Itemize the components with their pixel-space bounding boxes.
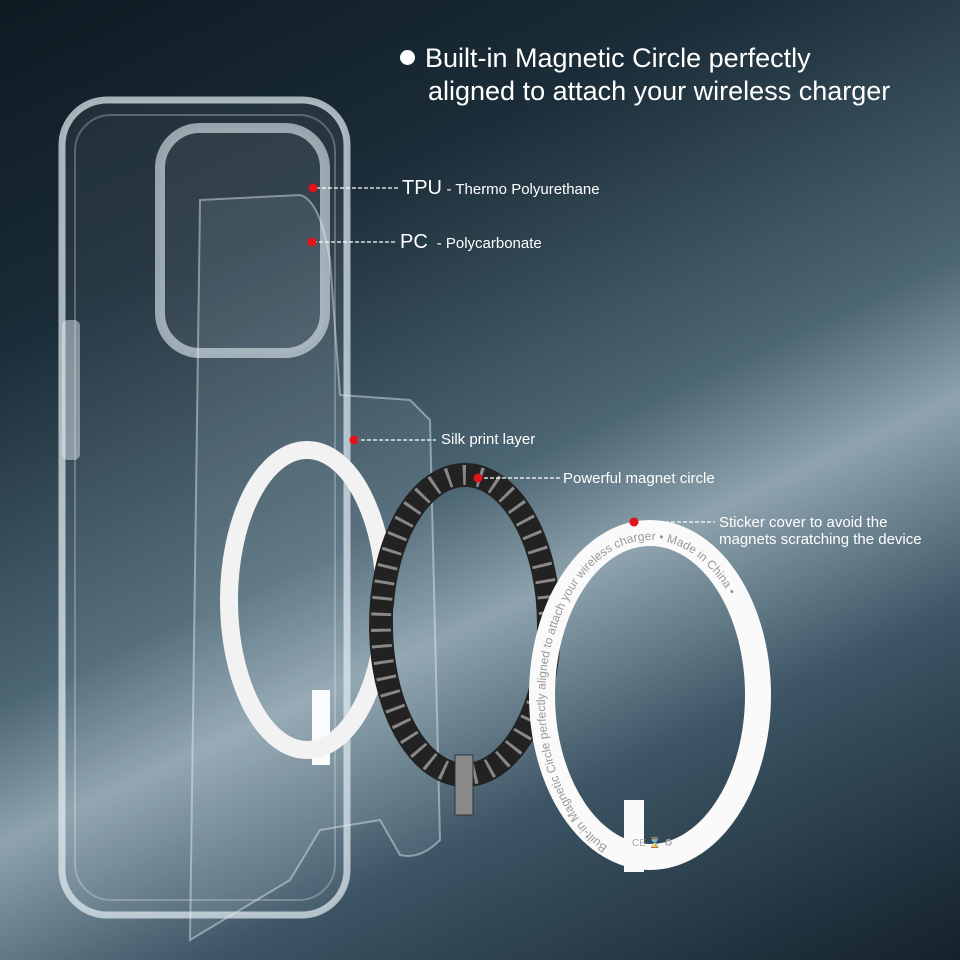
pc-desc: - Polycarbonate <box>436 235 542 252</box>
sticker-label: Sticker cover to avoid the magnets scrat… <box>719 514 922 548</box>
callout-lines <box>313 187 715 523</box>
headline-line-2: aligned to attach your wireless charger <box>428 76 891 106</box>
sticker-label-line-2: magnets scratching the device <box>719 531 922 548</box>
silk-label: Silk print layer <box>441 431 536 448</box>
sticker-label-line-1: Sticker cover to avoid the <box>719 514 888 531</box>
pc-label: PC - Polycarbonate <box>400 231 542 254</box>
tpu-desc: - Thermo Polyurethane <box>446 181 600 198</box>
bullet-icon <box>400 50 415 65</box>
magnet-label: Powerful magnet circle <box>563 470 715 487</box>
sticker-cover-ring: Built-in Magnetic Circle perfectly align… <box>529 520 771 872</box>
headline: Built-in Magnetic Circle perfectly align… <box>400 42 890 108</box>
pc-abbr: PC <box>400 231 428 253</box>
tpu-abbr: TPU <box>402 177 442 199</box>
polycarbonate-plate <box>188 193 442 942</box>
clear-phone-case <box>58 96 351 919</box>
callout-dots <box>307 183 639 527</box>
tpu-label: TPU - Thermo Polyurethane <box>402 177 600 200</box>
certification-marks: CE ⌛ ♻ <box>632 836 673 849</box>
headline-line-1: Built-in Magnetic Circle perfectly <box>425 43 811 73</box>
